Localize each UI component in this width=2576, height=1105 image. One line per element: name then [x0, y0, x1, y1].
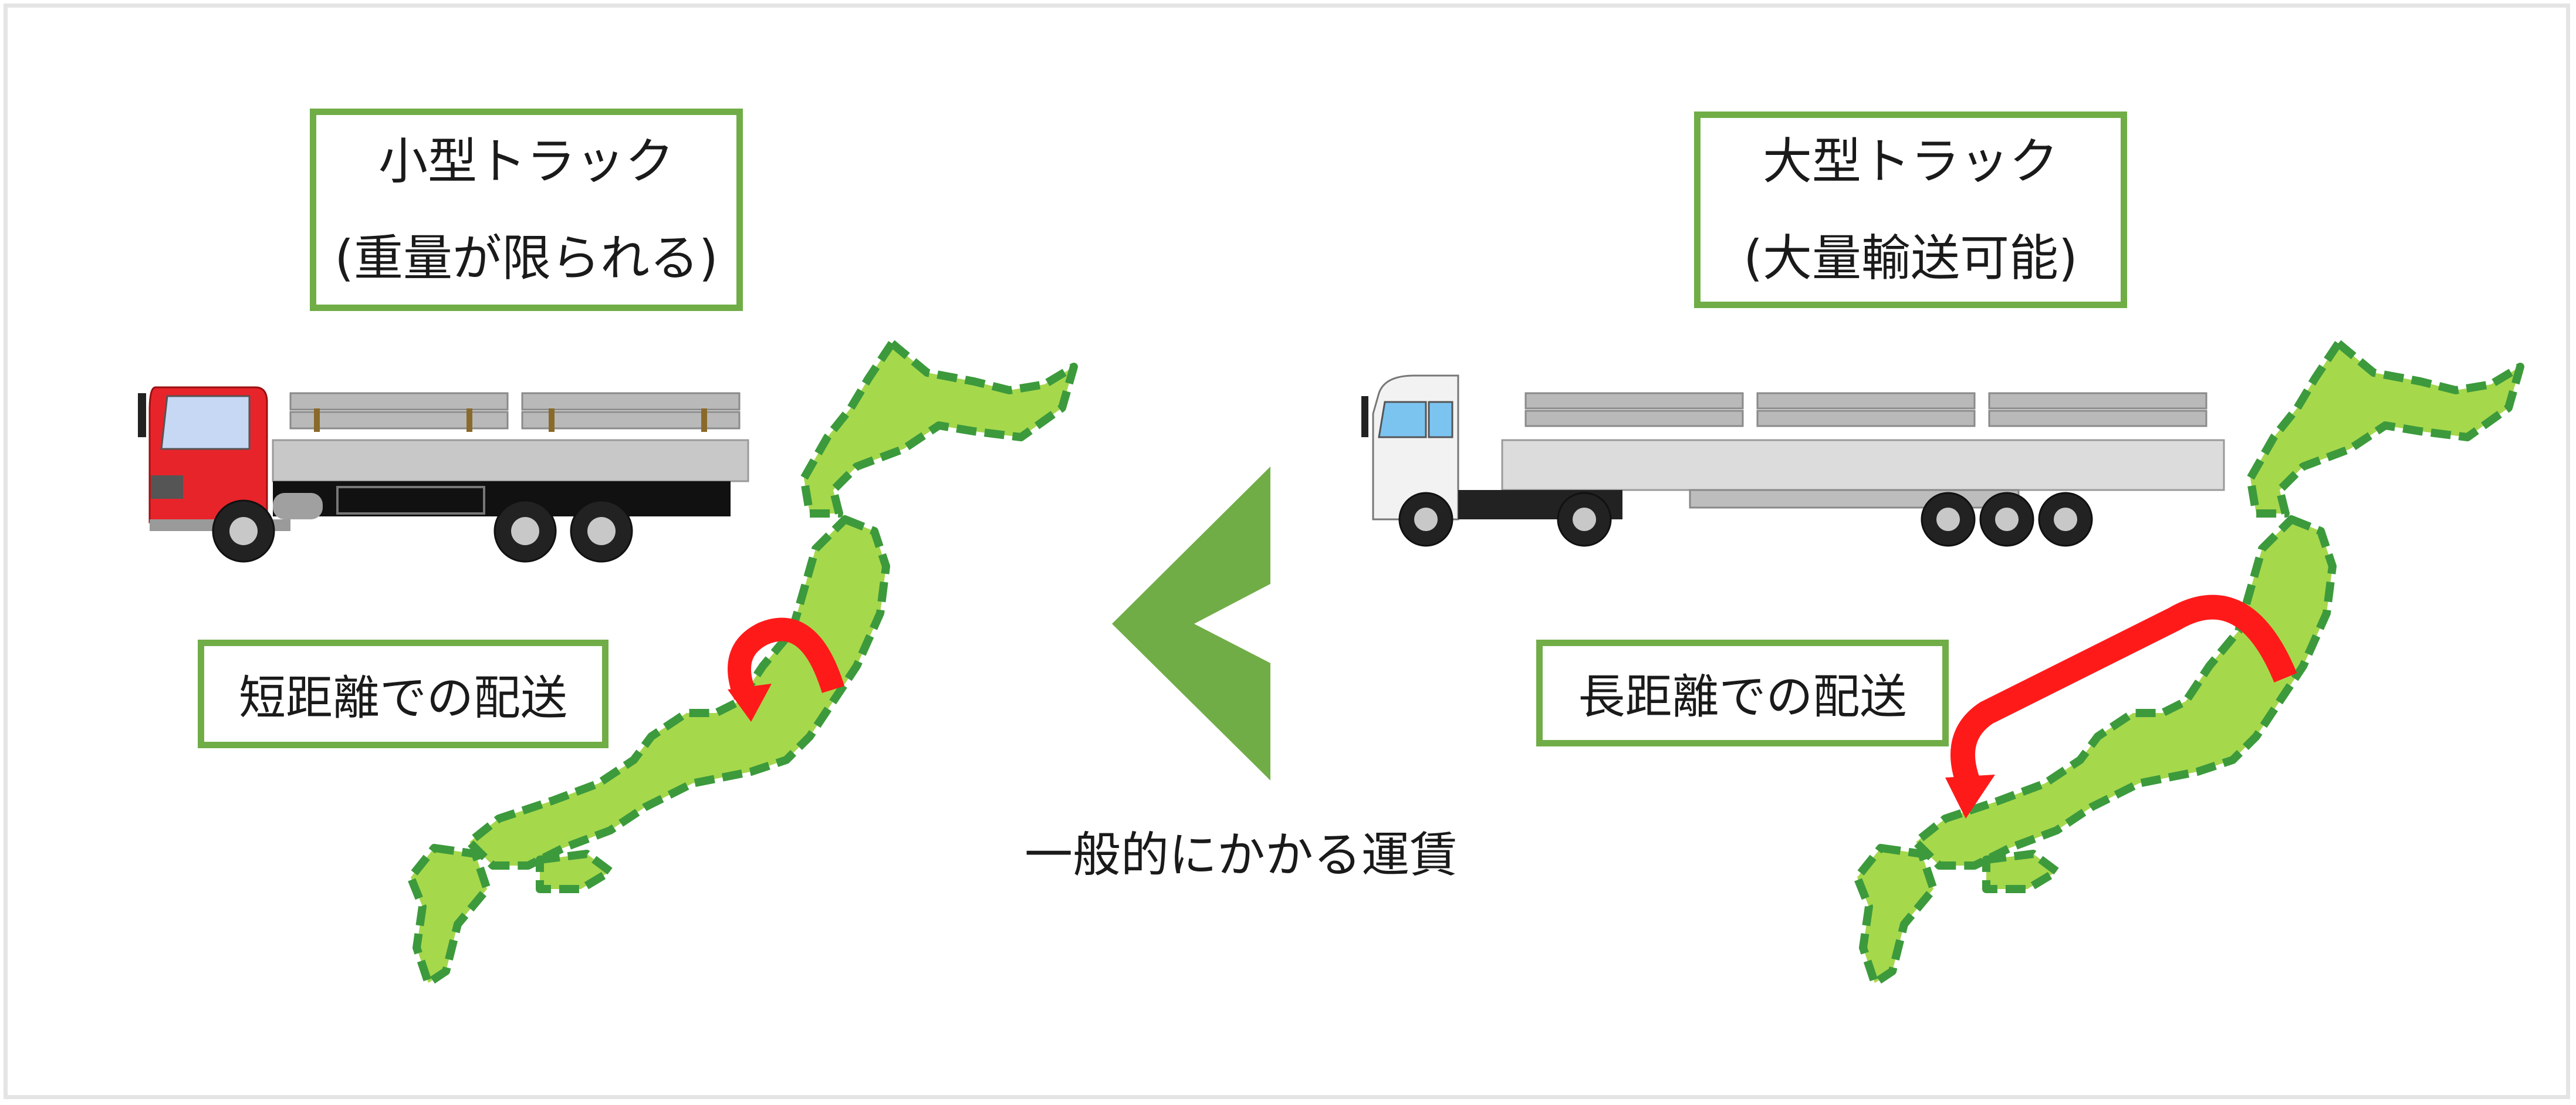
comparison-arrow-icon — [1112, 467, 1270, 780]
small-truck — [138, 386, 749, 563]
large-truck-title-box: 大型トラック (大量輸送可能) — [1694, 111, 2127, 308]
freight-cost-caption: 一般的にかかる運賃 — [1024, 827, 1458, 883]
japan-map-left — [407, 339, 1078, 987]
japan-map-right — [1853, 339, 2524, 987]
large-truck — [1361, 374, 2225, 547]
short-distance-label: 短距離での配送 — [239, 670, 567, 725]
long-distance-label: 長距離での配送 — [1578, 670, 1907, 724]
large-truck-title: 大型トラック — [1762, 132, 2058, 190]
short-distance-box: 短距離での配送 — [198, 640, 608, 748]
diagram-frame — [4, 4, 2570, 1099]
long-distance-box: 長距離での配送 — [1536, 640, 1949, 746]
small-truck-title: 小型トラック — [378, 132, 674, 190]
large-truck-subtitle: (大量輸送可能) — [1743, 229, 2078, 287]
small-truck-subtitle: (重量が限られる) — [334, 229, 718, 287]
long-route-arrow — [1950, 594, 2297, 788]
large-truck-cargo — [1524, 392, 2207, 427]
short-route-arrow — [728, 617, 845, 700]
small-truck-title-box: 小型トラック (重量が限られる) — [310, 109, 743, 311]
